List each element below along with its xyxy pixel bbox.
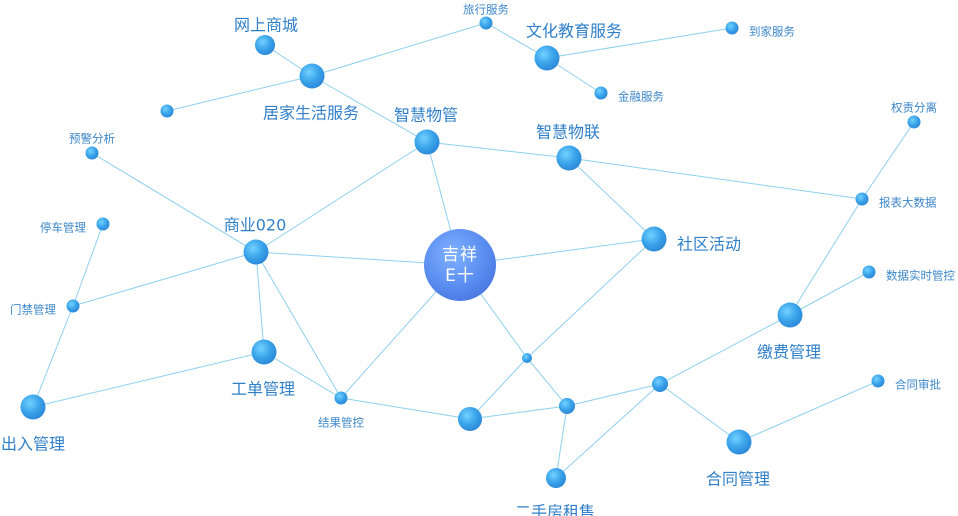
edge-mid2-ershou <box>555 405 568 479</box>
node-quanze <box>907 115 921 129</box>
node-jinrong <box>594 86 608 100</box>
edge-mid3-hetong <box>659 383 740 443</box>
node-label-jinrong: 金融服务 <box>618 90 664 104</box>
node-zhihuiwuguan <box>414 129 440 155</box>
node-label-daojia: 到家服务 <box>749 25 795 39</box>
edge-tingche-menjin <box>72 223 104 307</box>
node-daojia <box>725 21 739 35</box>
node-label-hetongshenpi: 合同审批 <box>895 378 941 392</box>
node-churu <box>20 394 46 420</box>
node-label-lvxing: 旅行服务 <box>463 3 509 17</box>
edge-menjin-shangye <box>72 251 257 307</box>
node-label-baobiao: 报表大数据 <box>879 196 937 210</box>
edge-hetong-hetongshenpi <box>738 380 879 443</box>
center-node-title-line2: E十 <box>445 266 475 286</box>
node-jujia <box>299 63 325 89</box>
node-gongdan <box>251 339 277 365</box>
node-tingche <box>96 217 110 231</box>
node-orphan <box>160 104 174 118</box>
node-hub <box>522 353 532 363</box>
node-label-shangye: 商业020 <box>224 216 287 235</box>
edge-zhihuiwulian-baobiao <box>568 157 863 200</box>
edge-mid3-ershou <box>555 383 661 479</box>
edge-zhihuiwuguan-shangye <box>255 141 428 253</box>
node-label-jiaofei: 缴费管理 <box>757 343 821 362</box>
edge-jieguo-mid1 <box>340 397 471 420</box>
edge-shequ-hub <box>526 238 655 359</box>
node-label-jujia: 居家生活服务 <box>263 104 359 123</box>
node-label-zhihuiwulian: 智慧物联 <box>536 123 600 142</box>
node-label-hetong: 合同管理 <box>706 470 770 489</box>
edge-mid2-mid3 <box>566 383 661 407</box>
node-label-wanshang: 网上商城 <box>234 16 298 35</box>
edge-menjin-churu <box>32 305 74 408</box>
edge-baobiao-quanze <box>861 121 915 200</box>
edge-jujia-lvxing <box>311 22 487 77</box>
node-jieguo <box>334 391 348 405</box>
node-layer <box>20 16 921 488</box>
node-mid3 <box>652 376 668 392</box>
node-label-shequ: 社区活动 <box>677 235 741 254</box>
node-wanshang <box>255 35 275 55</box>
node-zhihuiwulian <box>556 145 582 171</box>
edge-jiaofei-mid3 <box>659 314 791 385</box>
edge-yujing-shangye <box>91 152 257 253</box>
node-mid2 <box>559 398 575 414</box>
center-node-group: 吉祥 E十 <box>442 245 478 286</box>
edge-jiaofei-shuju <box>789 271 870 316</box>
edge-hub-mid2 <box>526 357 568 407</box>
node-label-yujing: 预警分析 <box>69 132 115 146</box>
node-center <box>424 229 496 301</box>
edge-wenhua-daojia <box>546 27 733 59</box>
node-shangye <box>243 239 269 265</box>
node-label-wenhua: 文化教育服务 <box>526 22 622 41</box>
edge-gongdan-jieguo <box>263 351 342 399</box>
node-label-shuju: 数据实时管控 <box>886 269 955 283</box>
node-jiaofei <box>777 302 803 328</box>
edge-hub-mid1 <box>469 357 528 420</box>
node-hetongshenpi <box>871 374 885 388</box>
node-label-ershou: 二手房租售 <box>515 503 595 516</box>
node-label-jieguo: 结果管控 <box>318 416 364 430</box>
node-label-zhihuiwuguan: 智慧物管 <box>394 106 458 125</box>
node-label-quanze: 权责分离 <box>891 101 937 115</box>
node-shuju <box>862 265 876 279</box>
node-menjin <box>66 299 80 313</box>
node-label-gongdan: 工单管理 <box>231 380 295 399</box>
node-yujing <box>85 146 99 160</box>
edge-shangye-gongdan <box>255 251 265 353</box>
edge-zhihuiwulian-shequ <box>568 157 655 240</box>
node-lvxing <box>479 16 493 30</box>
edge-mid1-mid2 <box>469 405 568 420</box>
node-shequ <box>641 226 667 252</box>
edge-jujia-zhihuiwuguan <box>311 75 428 143</box>
node-label-churu: 出入管理 <box>1 435 65 454</box>
edge-shangye-jieguo <box>255 251 342 399</box>
node-hetong <box>726 429 752 455</box>
edge-layer <box>32 22 915 479</box>
node-label-menjin: 门禁管理 <box>10 303 56 317</box>
center-node-title-line1: 吉祥 <box>442 245 478 265</box>
edge-gongdan-churu <box>32 351 265 408</box>
node-wenhua <box>534 45 560 71</box>
node-label-tingche: 停车管理 <box>40 221 86 235</box>
edge-jujia-orphan <box>166 75 313 112</box>
node-ershou <box>546 468 566 488</box>
node-baobiao <box>855 192 869 206</box>
edge-baobiao-jiaofei <box>789 198 863 316</box>
node-mid1 <box>458 407 482 431</box>
edge-zhihuiwuguan-zhihuiwulian <box>426 141 570 159</box>
